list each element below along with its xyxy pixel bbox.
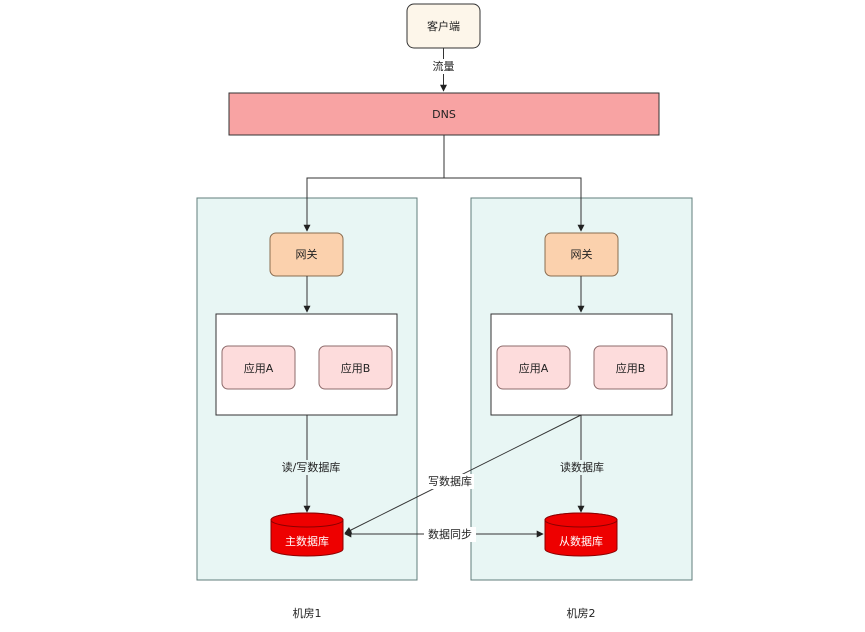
traffic-label: 流量 [433, 59, 455, 73]
room2-app-b-label: 应用B [616, 361, 646, 375]
room2-app-b-node [593, 345, 668, 390]
room2-caption: 机房2 [567, 606, 596, 620]
dns-label: DNS [432, 108, 456, 121]
room2-edge-label: 读数据库 [560, 460, 604, 474]
room1-gateway-label: 网关 [296, 247, 318, 261]
room2-database-node [544, 512, 618, 557]
room2-app-a-label: 应用A [519, 361, 549, 375]
room2-app-a-node [496, 345, 571, 390]
room1-app-a-label: 应用A [244, 361, 274, 375]
room1-app-b-label: 应用B [341, 361, 371, 375]
dns-node [228, 92, 660, 136]
room1-app-a-node [221, 345, 296, 390]
cross-write-label-bg [426, 474, 474, 489]
sync-label-bg [424, 527, 476, 542]
cross-write-label: 写数据库 [428, 474, 472, 488]
room2-database-label: 从数据库 [559, 534, 603, 548]
room1-edge-label-bg [279, 460, 343, 475]
room2-edge-label-bg [558, 460, 606, 475]
traffic-label-bg [430, 59, 458, 74]
room1-edge-label: 读/写数据库 [282, 460, 341, 474]
dns-room1-gateway-edge [303, 177, 444, 232]
client-label: 客户端 [427, 19, 460, 33]
room1-database-label: 主数据库 [285, 534, 329, 548]
room1-caption: 机房1 [293, 606, 322, 620]
room2-gateway-label: 网关 [571, 247, 593, 261]
sync-label: 数据同步 [428, 527, 472, 541]
room1-app-b-node [318, 345, 393, 390]
room1-database-node [270, 512, 344, 557]
dns-room2-gateway-edge [444, 177, 585, 232]
